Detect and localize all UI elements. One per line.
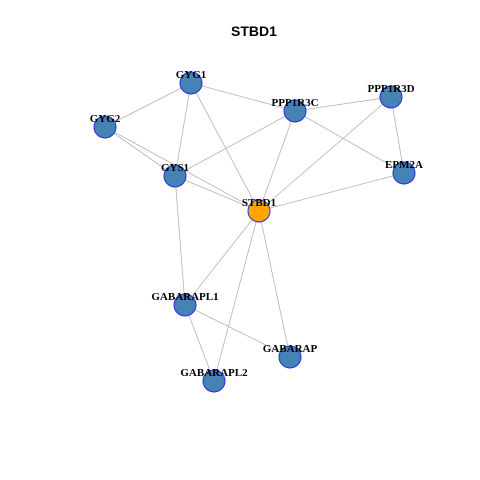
edge-stbd1-gabarapl2 — [213, 210, 260, 382]
node-label-gabarap: GABARAP — [263, 343, 318, 355]
node-label-ppp1r3c: PPP1R3C — [271, 97, 318, 109]
edge-gabarapl1-gabarap — [184, 304, 291, 358]
edge-gyg2-gys1 — [104, 126, 176, 177]
node-label-epm2a: EPM2A — [385, 159, 423, 171]
node-stbd1 — [247, 199, 271, 223]
node-epm2a — [392, 161, 416, 185]
edge-gyg1-stbd1 — [190, 82, 260, 212]
node-label-ppp1r3d: PPP1R3D — [367, 83, 414, 95]
node-label-gys1: GYS1 — [161, 162, 189, 174]
node-ppp1r3c — [283, 99, 307, 123]
edge-epm2a-stbd1 — [258, 172, 405, 212]
node-label-stbd1: STBD1 — [242, 197, 276, 209]
node-ppp1r3d — [379, 85, 403, 109]
edge-ppp1r3c-ppp1r3d — [294, 96, 392, 112]
edge-stbd1-gabarap — [258, 210, 291, 358]
edge-ppp1r3c-stbd1 — [258, 110, 296, 212]
node-layer — [93, 71, 416, 393]
edge-gyg1-gyg2 — [104, 82, 192, 128]
edge-gyg1-gys1 — [174, 82, 192, 177]
node-gabarapl1 — [173, 293, 197, 317]
node-label-gyg2: GYG2 — [90, 113, 121, 125]
node-gyg1 — [179, 71, 203, 95]
edge-gys1-gabarapl1 — [174, 175, 186, 306]
edge-gys1-stbd1 — [174, 175, 260, 212]
node-label-gabarapl1: GABARAPL1 — [151, 291, 218, 303]
edge-gyg1-ppp1r3c — [190, 82, 296, 112]
edge-ppp1r3d-epm2a — [390, 96, 405, 174]
node-gys1 — [163, 164, 187, 188]
graph-title: STBD1 — [231, 23, 277, 39]
edge-ppp1r3c-epm2a — [294, 110, 405, 174]
node-gabarap — [278, 345, 302, 369]
edge-stbd1-gabarapl1 — [184, 210, 260, 306]
edge-gys1-ppp1r3c — [174, 110, 296, 177]
edge-gabarapl1-gabarapl2 — [184, 304, 215, 382]
node-gyg2 — [93, 115, 117, 139]
edge-ppp1r3d-stbd1 — [258, 96, 392, 212]
node-label-gabarapl2: GABARAPL2 — [180, 367, 248, 379]
node-label-gyg1: GYG1 — [176, 69, 207, 81]
edge-layer — [104, 82, 405, 382]
node-gabarapl2 — [202, 369, 226, 393]
